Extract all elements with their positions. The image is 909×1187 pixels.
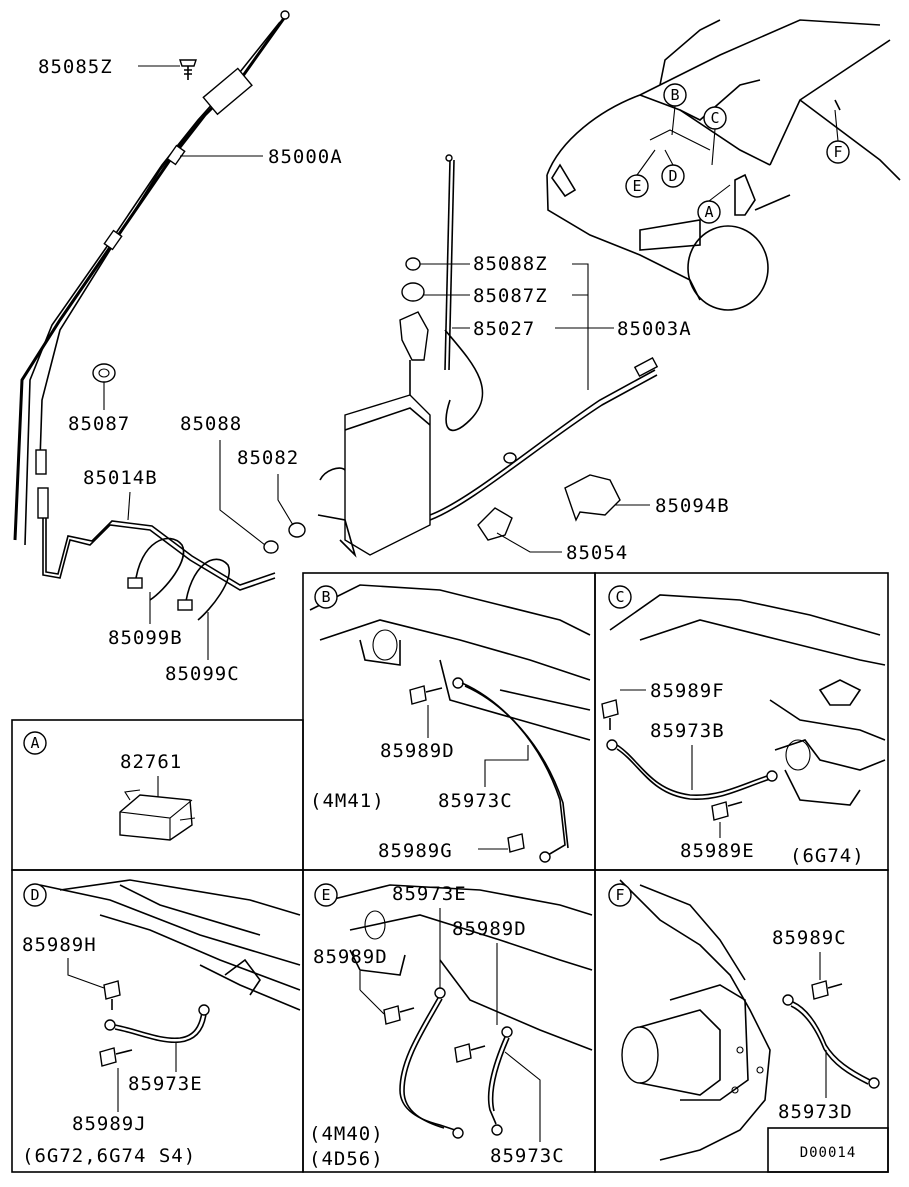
panel-d-letter: D <box>30 886 39 904</box>
antenna-assembly <box>13 10 659 621</box>
top-part-labels: 85085Z 85000A 85088Z 85087Z 85027 85003A… <box>38 56 730 685</box>
callout-e: E <box>632 177 641 195</box>
panel-e-letter: E <box>321 886 330 904</box>
part-label-85014b: 85014B <box>83 467 158 489</box>
panel-a-letter: A <box>30 734 39 752</box>
panel-a-part-0: 82761 <box>120 751 182 773</box>
panel-b-part-0: 85989D <box>380 740 455 762</box>
panel-c-part-2: 85989E <box>680 840 755 862</box>
vehicle-overview <box>546 19 901 311</box>
part-label-85000a: 85000A <box>268 146 343 168</box>
panel-b-letter: B <box>321 588 330 606</box>
part-label-85082: 85082 <box>237 447 299 469</box>
panel-d: D 85989H 85973E 85989J (6G72,6G74 S4) <box>22 879 301 1167</box>
callout-a: A <box>704 203 713 221</box>
part-label-85087z: 85087Z <box>473 285 548 307</box>
panel-f: F 85989C 85973D <box>608 879 880 1161</box>
panel-b-part-2: 85989G <box>378 840 453 862</box>
panel-e-engine-1: (4M40) <box>309 1123 384 1145</box>
panel-a: A 82761 <box>23 731 196 841</box>
callout-f: F <box>833 143 842 161</box>
part-label-85085z: 85085Z <box>38 56 113 78</box>
panel-f-part-0: 85989C <box>772 927 847 949</box>
panel-e-part-1: 85989D <box>313 946 388 968</box>
panel-e-part-2: 85989D <box>452 918 527 940</box>
panel-c: C 85989F 85973B 85989E (6G74) <box>601 585 886 867</box>
panel-f-letter: F <box>615 886 624 904</box>
vehicle-callouts: B C D E A F <box>625 83 850 224</box>
panel-f-part-1: 85973D <box>778 1101 853 1123</box>
part-label-85099b: 85099B <box>108 627 183 649</box>
callout-c: C <box>710 109 719 127</box>
part-label-85088z: 85088Z <box>473 253 548 275</box>
part-label-85054: 85054 <box>566 542 628 564</box>
part-label-85027: 85027 <box>473 318 535 340</box>
panel-c-part-1: 85973B <box>650 720 725 742</box>
panel-c-letter: C <box>615 588 624 606</box>
part-label-85087: 85087 <box>68 413 130 435</box>
panel-b-part-1: 85973C <box>438 790 513 812</box>
part-label-85003a: 85003A <box>617 318 692 340</box>
part-label-85088: 85088 <box>180 413 242 435</box>
panel-b-engine: (4M41) <box>310 790 385 812</box>
panel-c-engine: (6G74) <box>790 845 865 867</box>
diagram-code: D00014 <box>800 1145 857 1161</box>
panel-e-part-0: 85973E <box>392 883 467 905</box>
callout-b: B <box>670 86 679 104</box>
callout-d: D <box>668 167 677 185</box>
panel-e-engine-2: (4D56) <box>309 1148 384 1170</box>
panel-d-part-0: 85989H <box>22 934 97 956</box>
panel-c-part-0: 85989F <box>650 680 725 702</box>
part-label-85099c: 85099C <box>165 663 240 685</box>
detail-frames <box>11 572 889 1173</box>
panel-d-engine: (6G72,6G74 S4) <box>22 1145 196 1167</box>
part-label-85094b: 85094B <box>655 495 730 517</box>
panel-d-part-2: 85989J <box>72 1113 147 1135</box>
panel-e: E 85973E 85989D 85989D (4M40) (4D56) 859… <box>309 883 593 1170</box>
panel-e-part-3: 85973C <box>490 1145 565 1167</box>
panel-b: B 85989D (4M41) 85973C 85989G <box>309 584 591 863</box>
panel-d-part-1: 85973E <box>128 1073 203 1095</box>
